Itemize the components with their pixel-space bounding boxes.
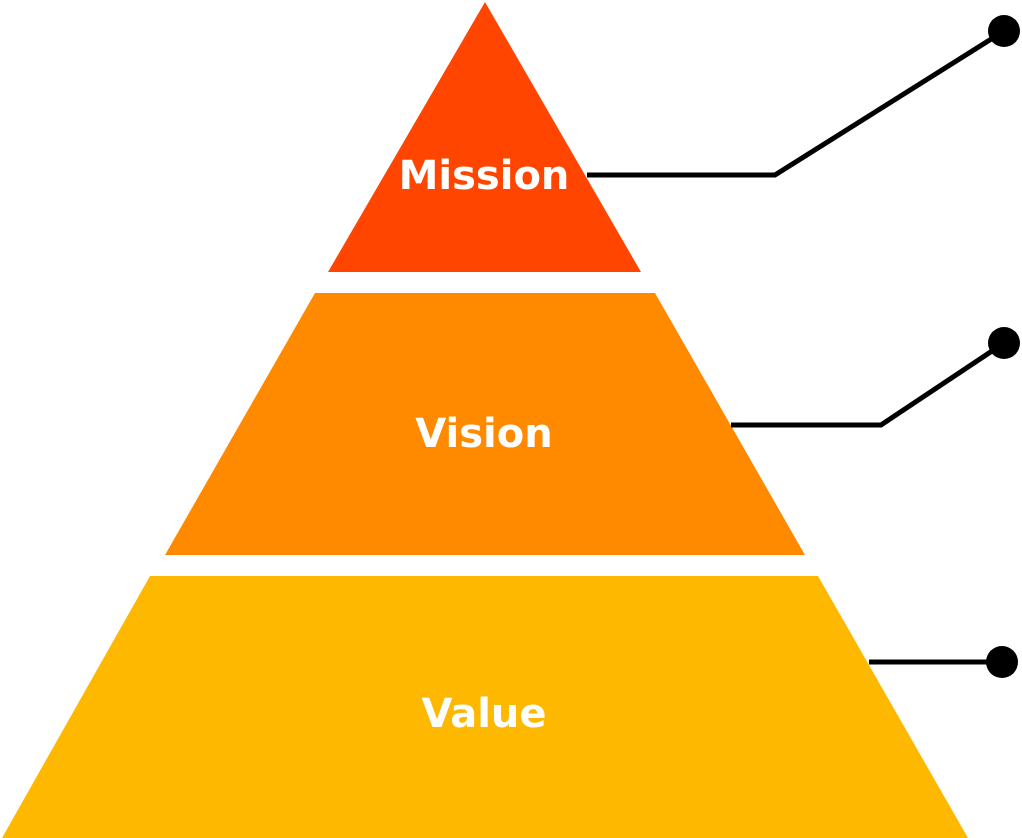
tier-mission-label: Mission — [399, 153, 570, 199]
mission-connector-line — [587, 28, 1006, 178]
tier-mission-shape — [328, 2, 641, 272]
tier-vision-label: Vision — [415, 411, 552, 457]
tier-value-shape — [2, 576, 968, 838]
mission-connector-dot — [988, 15, 1020, 47]
vision-connector-dot — [988, 327, 1020, 359]
tier-value-label: Value — [421, 691, 546, 737]
vision-connector-line — [731, 340, 1006, 428]
tier-vision-shape — [165, 293, 805, 555]
value-connector-dot — [986, 646, 1018, 678]
